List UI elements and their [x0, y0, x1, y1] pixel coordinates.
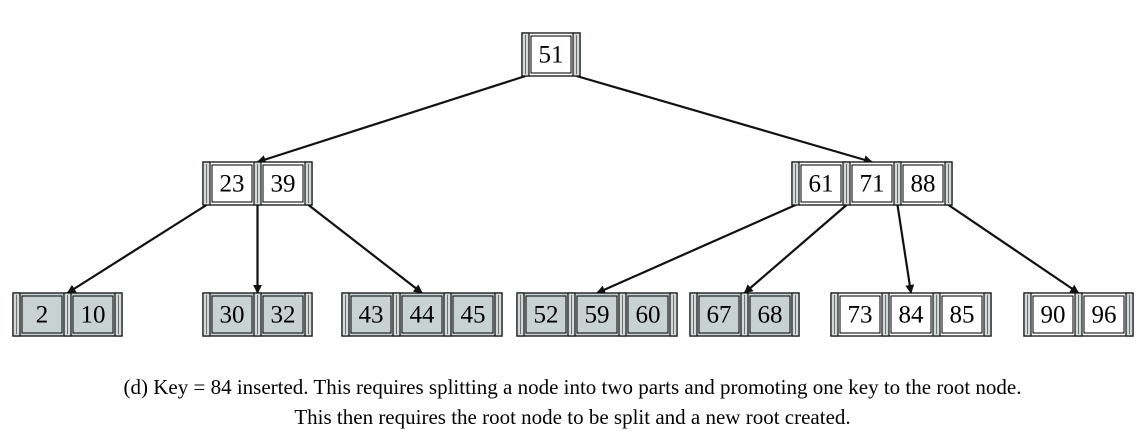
- key-cell: [941, 295, 983, 334]
- tree-node-leaf-3: 43 44 45: [341, 292, 503, 337]
- key-label: 32: [271, 302, 296, 329]
- key-label: 90: [1041, 302, 1066, 329]
- key-cell: [211, 295, 253, 334]
- key-label: 68: [758, 302, 783, 329]
- key-cell: [72, 295, 114, 334]
- key-cell: [350, 295, 392, 334]
- key-label: 10: [81, 302, 106, 329]
- figure-caption: (d) Key = 84 inserted. This requires spl…: [0, 372, 1145, 432]
- tree-node-leaf-1: 2 10: [12, 292, 123, 337]
- key-cell: [530, 35, 572, 74]
- key-cell: [749, 295, 791, 334]
- key-cell: [839, 295, 881, 334]
- tree-nodes: 51 23 39 61 71 88 2 10 30 32 43 44 45 52 59 60 67 68 73 84 8…: [12, 32, 1134, 337]
- tree-node-leaf-2: 30 32: [202, 292, 313, 337]
- key-cell: [576, 295, 618, 334]
- key-cell: [851, 164, 893, 203]
- key-label: 85: [950, 302, 975, 329]
- tree-node-left-internal: 23 39: [202, 161, 313, 206]
- key-cell: [211, 164, 253, 203]
- edge-left-internal-to-leaf-1: [66, 204, 208, 294]
- key-label: 67: [707, 302, 732, 329]
- key-cell: [21, 295, 63, 334]
- key-label: 52: [534, 302, 559, 329]
- key-label: 59: [585, 302, 610, 329]
- b-tree-diagram: 51 23 39 61 71 88 2 10 30 32 43 44 45 52 59 60 67 68 73 84 8…: [12, 32, 1134, 337]
- key-label: 30: [220, 302, 245, 329]
- key-label: 61: [809, 171, 834, 198]
- key-label: 23: [220, 171, 245, 198]
- key-cell: [262, 295, 304, 334]
- edge-root-to-left-internal: [256, 74, 526, 164]
- key-cell: [627, 295, 669, 334]
- key-label: 45: [461, 302, 486, 329]
- key-label: 39: [271, 171, 296, 198]
- caption-line-1: (d) Key = 84 inserted. This requires spl…: [123, 375, 1022, 399]
- key-cell: [401, 295, 443, 334]
- key-label: 51: [539, 42, 564, 69]
- edge-right-internal-to-leaf-5: [743, 204, 848, 294]
- key-label: 88: [911, 171, 936, 198]
- tree-node-right-internal: 61 71 88: [791, 161, 953, 206]
- key-label: 73: [848, 302, 873, 329]
- key-cell: [525, 295, 567, 334]
- key-cell: [1032, 295, 1074, 334]
- tree-node-leaf-4: 52 59 60: [516, 292, 678, 337]
- tree-edges: [66, 74, 1080, 295]
- key-label: 43: [359, 302, 384, 329]
- key-cell: [1083, 295, 1125, 334]
- key-cell: [902, 164, 944, 203]
- tree-node-leaf-5: 67 68: [689, 292, 800, 337]
- key-label: 84: [899, 302, 925, 329]
- edge-right-internal-to-leaf-7: [947, 204, 1080, 294]
- tree-node-root: 51: [521, 32, 581, 77]
- key-label: 96: [1092, 302, 1117, 329]
- key-cell: [800, 164, 842, 203]
- key-label: 71: [860, 171, 885, 198]
- edge-right-internal-to-leaf-4: [596, 203, 796, 295]
- key-label: 2: [36, 302, 49, 329]
- key-label: 60: [636, 302, 661, 329]
- tree-node-leaf-6: 73 84 85: [830, 292, 992, 337]
- key-cell: [452, 295, 494, 334]
- key-cell: [890, 295, 932, 334]
- edge-right-internal-to-leaf-6: [896, 204, 915, 294]
- edge-root-to-right-internal: [576, 74, 873, 165]
- key-label: 44: [410, 302, 436, 329]
- key-cell: [262, 164, 304, 203]
- key-cell: [698, 295, 740, 334]
- edge-left-internal-to-leaf-3: [307, 204, 423, 294]
- caption-line-2: This then requires the root node to be s…: [294, 405, 851, 429]
- tree-node-leaf-7: 90 96: [1023, 292, 1134, 337]
